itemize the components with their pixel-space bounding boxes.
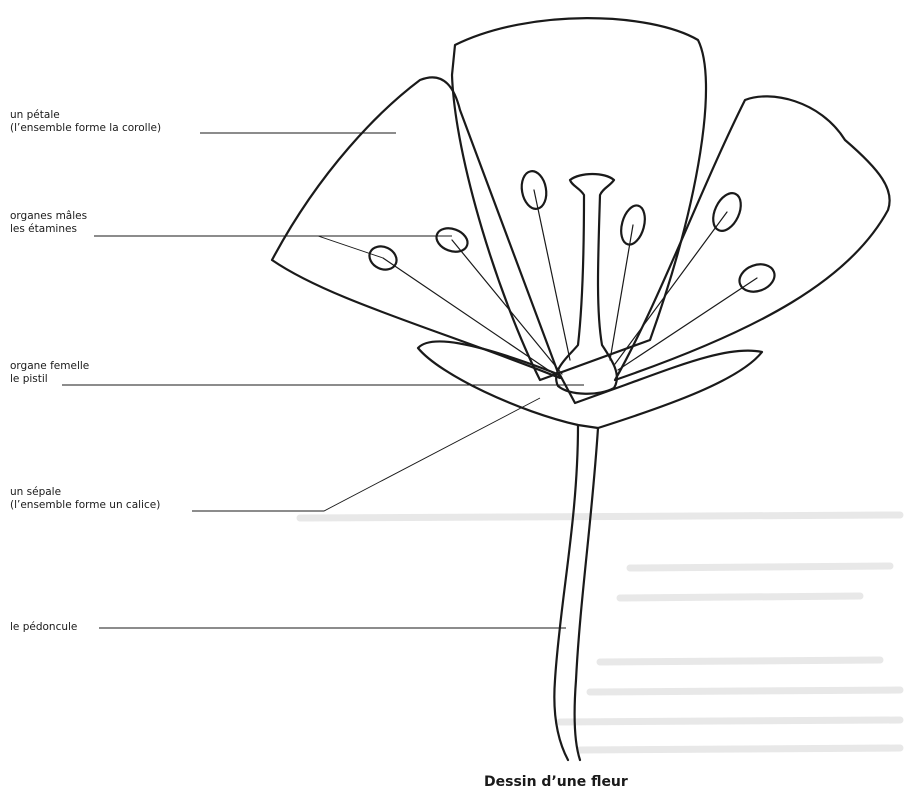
petal-left (272, 77, 560, 378)
label-pistil-note: le pistil (10, 373, 89, 386)
leader-line-stamens (94, 236, 383, 258)
label-petal: un pétale (l’ensemble forme la corolle) (10, 109, 161, 135)
pistil (556, 174, 617, 394)
label-petal-note: (l’ensemble forme la corolle) (10, 122, 161, 135)
stamen-filament (383, 258, 560, 378)
label-sepal: un sépale (l’ensemble forme un calice) (10, 486, 160, 512)
label-pistil-name: organe femelle (10, 360, 89, 373)
label-petal-name: un pétale (10, 109, 161, 122)
label-sepal-name: un sépale (10, 486, 160, 499)
stamen-filament (618, 278, 757, 370)
label-stamens-note: les étamines (10, 223, 87, 236)
label-stamens-name: organes mâles (10, 210, 87, 223)
label-peduncle-name: le pédoncule (10, 621, 77, 634)
stamen-filament (534, 190, 570, 360)
label-peduncle: le pédoncule (10, 621, 77, 634)
peduncle-stem-right (575, 428, 598, 760)
leader-line-sepal (192, 398, 540, 511)
stamen-filament (452, 240, 562, 374)
label-stamens: organes mâles les étamines (10, 210, 87, 236)
petal-right (615, 96, 890, 380)
figure-caption: Dessin d’une fleur (484, 774, 628, 790)
label-sepal-note: (l’ensemble forme un calice) (10, 499, 160, 512)
label-pistil: organe femelle le pistil (10, 360, 89, 386)
